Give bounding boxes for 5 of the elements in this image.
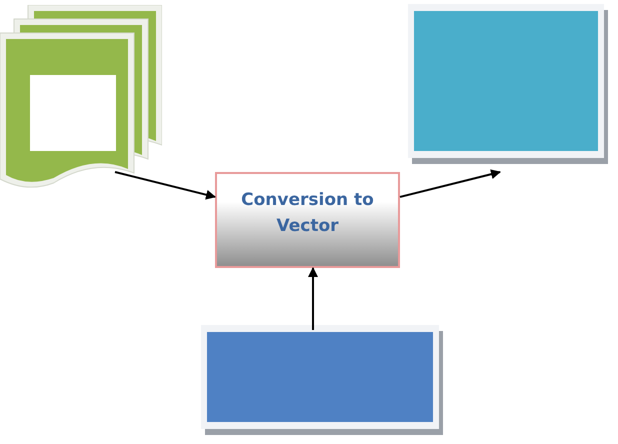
box-label: Conversion to Vector: [240, 189, 375, 238]
arrow: [400, 169, 501, 198]
process-box: [215, 172, 400, 268]
arrow: [114, 171, 216, 200]
arrow: [308, 267, 318, 330]
